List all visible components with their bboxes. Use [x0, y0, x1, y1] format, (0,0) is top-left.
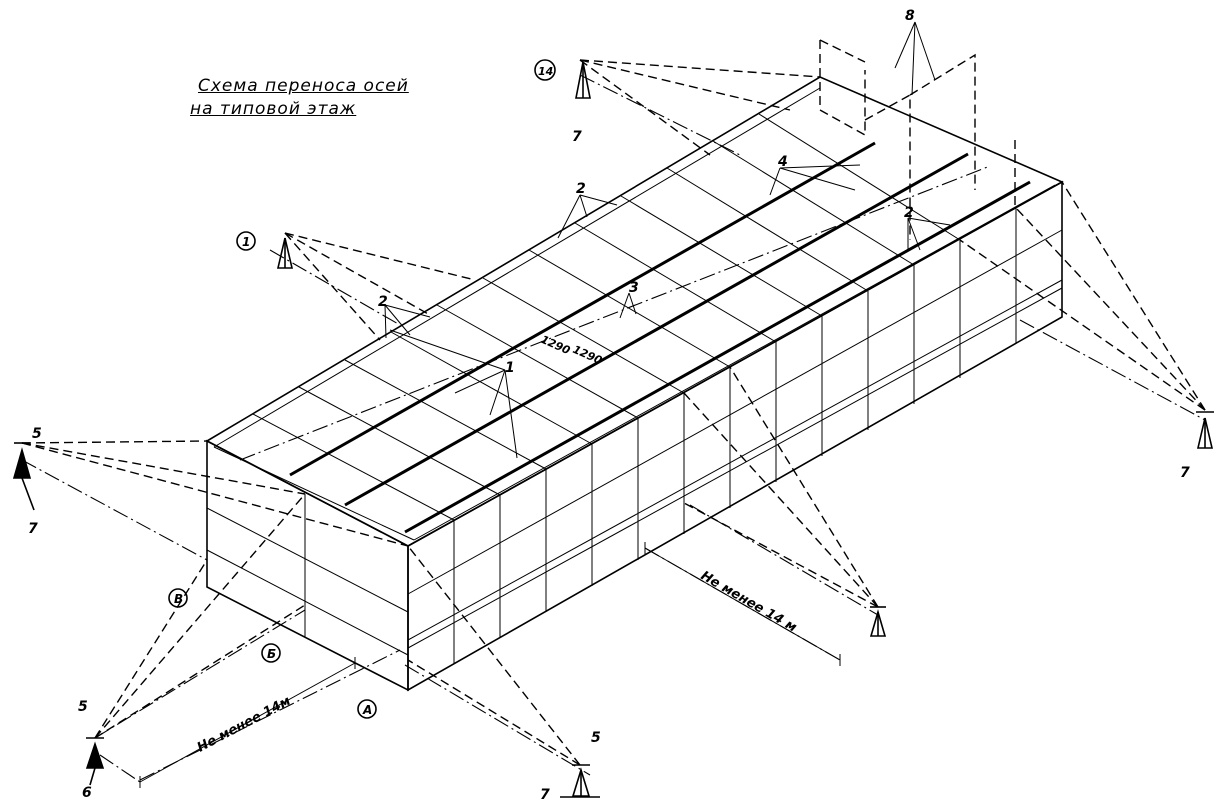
axis-extensions: [21, 74, 1206, 783]
side-distance-dimension: [644, 542, 841, 666]
callout-3: 3: [629, 280, 639, 296]
left-face: [206, 439, 409, 692]
callout-8: 8: [905, 8, 915, 24]
front-distance-dimension: [139, 657, 356, 788]
callout-leaders: [384, 21, 951, 459]
callout-4: 4: [777, 154, 788, 170]
callout-2a: 2: [378, 294, 388, 310]
diagram-title-line1: Схема переноса осей: [198, 76, 409, 96]
axis-marker-1-label: 1: [242, 235, 250, 249]
axis-marker-1: 1: [236, 231, 256, 251]
callout-6: 6: [82, 785, 92, 801]
callout-7a: 7: [28, 521, 38, 537]
upper-floor-frame: [819, 39, 1016, 240]
theodolite-right: [1196, 411, 1214, 449]
side-distance-label: Не менее 14 м: [698, 568, 799, 635]
facade-grid: [206, 208, 1063, 664]
roof-dimension-b: 1290: [571, 343, 605, 367]
callout-5a: 5: [32, 426, 42, 442]
callout-7b: 7: [572, 129, 582, 145]
axis-marker-14-label: 14: [538, 65, 553, 78]
callout-2c: 2: [904, 205, 914, 221]
diagram-title-line2: на типовой этаж: [190, 99, 357, 119]
theodolite-left: [12, 442, 35, 511]
axis-marker-v-label: В: [174, 592, 183, 606]
callout-1: 1: [505, 360, 515, 376]
axis-marker-b: Б: [261, 643, 281, 663]
theodolite-bottom-center: [560, 764, 600, 798]
front-face: [407, 180, 1063, 692]
theodolite-top-left: [276, 237, 294, 269]
building: [205, 76, 1064, 692]
axis-marker-v: В: [168, 588, 188, 608]
axis-marker-a: А: [357, 699, 377, 719]
axis-marker-b-label: Б: [267, 647, 276, 661]
theodolite-mid-right: [869, 606, 887, 637]
theodolite-top-right: [575, 61, 591, 99]
sight-lines: [21, 59, 1206, 766]
callout-5c: 5: [591, 730, 601, 746]
callout-2b: 2: [576, 181, 586, 197]
callout-7d: 7: [540, 787, 550, 803]
roof-grid: [252, 113, 961, 521]
callout-7c: 7: [1180, 465, 1190, 481]
theodolite-bottom-left: [85, 737, 105, 786]
front-distance-label: Не менее 14м: [195, 694, 294, 756]
center-axis: [239, 165, 991, 461]
roof-axis-lines: [289, 141, 1031, 534]
axis-marker-a-label: А: [362, 703, 372, 717]
axis-marker-14: 14: [534, 59, 556, 81]
callout-5b: 5: [78, 699, 88, 715]
